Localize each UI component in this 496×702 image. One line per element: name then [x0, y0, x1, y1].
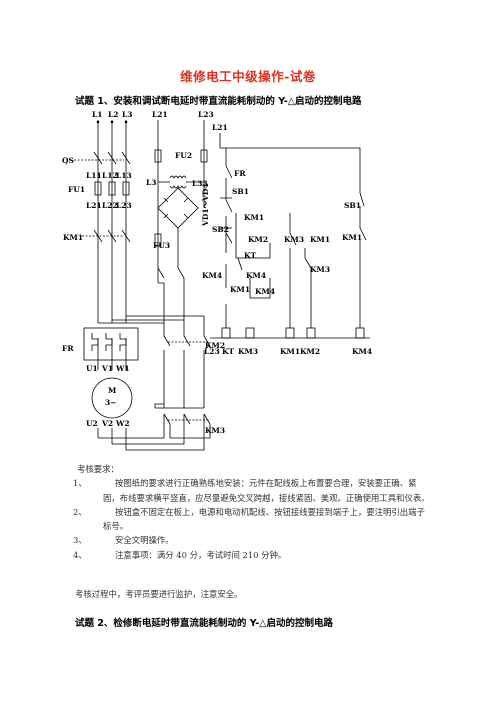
requirement-num: 3、 [73, 535, 87, 546]
coil-label-km1: KM1 [280, 347, 300, 356]
label-l23: L23 [198, 110, 214, 119]
fu3-label: FU3 [153, 241, 170, 250]
requirement-num: 1、 [73, 478, 87, 489]
km4-label: KM4 [202, 271, 222, 280]
transformer-l3: L3 [146, 178, 157, 187]
label-l21: L21 [152, 110, 168, 119]
label-l1: L1 [92, 110, 103, 119]
coil-km2 [306, 327, 316, 339]
requirement-num: 2、 [73, 506, 87, 517]
fu1-label: FU1 [68, 185, 85, 194]
question-2-title: 试题 2、检修断电延时带直流能耗制动的 Y-△启动的控制电路 [75, 618, 333, 629]
km2-ctrl-label: KM2 [248, 235, 268, 244]
coil-label-km2: KM2 [300, 347, 320, 356]
fr-ctrl-label: FR [234, 169, 246, 178]
km4-ctrl-label-2: KM4 [255, 287, 275, 296]
motor-w1: W1 [115, 364, 130, 373]
km3-ctrl-label-2: KM3 [310, 265, 330, 274]
requirement-item: 3、 安全文明操作。 [73, 533, 431, 547]
km1-ctrl-label-3: KM1 [310, 235, 330, 244]
coil-label-kt: KT [222, 347, 235, 356]
fr-main-label: FR [62, 344, 74, 353]
km1-ctrl-label-2: KM1 [230, 285, 250, 294]
label-l11: L11 [86, 171, 102, 180]
fu2-label: FU2 [175, 151, 192, 160]
coil-km3 [245, 327, 255, 339]
circuit-diagram: L1 L2 L3 L21 L23 L21 QS L11 L12 L13 FU1 … [62, 110, 372, 451]
km3-main-label: KM3 [205, 426, 225, 435]
coil-label-km4: KM4 [352, 347, 372, 356]
requirements-title: 考核要求： [77, 464, 119, 474]
coil-km4 [355, 327, 365, 339]
km1-right-label: KM1 [342, 233, 362, 242]
requirement-text: 按图纸的要求进行正确熟练地安装：元件在配线板上布置要合理，安装要正确、紧固，布线… [103, 478, 430, 503]
question-1-title: 试题 1、安装和调试断电延时带直流能耗制动的 Y-△启动的控制电路 [75, 96, 362, 107]
km2-main-label: KM2 [205, 341, 225, 350]
sb1-ctrl-label: SB1 [232, 187, 249, 196]
label-l21b: L21 [86, 201, 102, 210]
label-l13: L13 [116, 171, 132, 180]
km1-main-label: KM1 [63, 233, 83, 242]
label-l12: L12 [102, 171, 118, 180]
requirements: 考核要求： 1、 按图纸的要求进行正确熟练地安装：元件在配线板上布置要合理，安装… [73, 462, 431, 562]
label-right-l21: L21 [212, 123, 228, 132]
motor-u2: U2 [86, 419, 98, 428]
kt-ctrl-label: KT [244, 251, 257, 260]
document-title: 维修电工中级操作-试卷 [180, 69, 316, 84]
requirement-item: 2、 按钮盒不固定在板上，电源和电动机配线、按钮接线要接到端子上，要注明引出端子… [73, 505, 431, 534]
motor-u1: U1 [86, 364, 98, 373]
requirement-text: 按钮盒不固定在板上，电源和电动机配线、按钮接线要接到端子上，要注明引出端子标号。 [103, 506, 425, 532]
requirement-item: 4、 注意事项：满分 40 分，考试时间 210 分钟。 [73, 548, 431, 562]
sb2-label: SB2 [212, 225, 229, 234]
qs-label: QS [62, 156, 74, 165]
motor-w2: W2 [115, 419, 130, 428]
label-l2: L2 [108, 110, 119, 119]
coil-kt [221, 327, 231, 339]
coil-km1 [285, 327, 295, 339]
transformer-l33: L33 [192, 179, 208, 188]
label-l3: L3 [122, 110, 133, 119]
supervision-note: 考核过程中，考评员要进行监护，注意安全。 [75, 589, 243, 599]
coil-label-l23: L23 [204, 347, 220, 356]
motor [91, 377, 133, 419]
requirement-text: 注意事项：满分 40 分，考试时间 210 分钟。 [115, 549, 287, 560]
requirement-item: 1、 按图纸的要求进行正确熟练地安装：元件在配线板上布置要合理，安装要正确、紧固… [73, 476, 431, 505]
motor-v2: V2 [101, 419, 113, 428]
coil-label-km3: KM3 [238, 347, 258, 356]
requirement-text: 安全文明操作。 [115, 535, 174, 546]
motor-3: 3~ [105, 398, 117, 407]
km1-ctrl-label: KM1 [244, 213, 264, 222]
label-l23b: L23 [116, 201, 132, 210]
motor-m: M [108, 386, 116, 395]
sb1-right-label: SB1 [344, 201, 361, 210]
requirement-num: 4、 [73, 549, 87, 560]
label-l22: L22 [102, 201, 118, 210]
km3-ctrl-label: KM3 [284, 235, 304, 244]
diode-label: VD1～VD4 [201, 183, 210, 227]
km4-ctrl-label: KM4 [246, 271, 266, 280]
motor-v1: V1 [101, 364, 113, 373]
